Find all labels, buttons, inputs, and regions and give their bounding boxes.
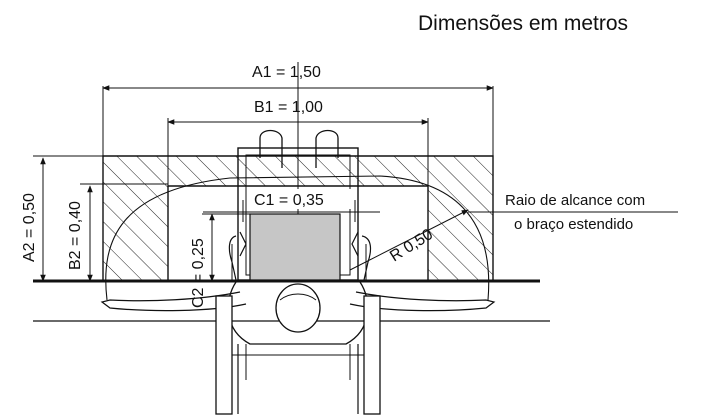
diagram-heading: Dimensões em metros (418, 12, 629, 35)
wheelchair-left-handle (259, 129, 283, 168)
right-hand-outline (351, 231, 372, 281)
wheelchair-right-wheel (363, 295, 381, 415)
b1-dimension-label: B1 = 1,00 (254, 99, 323, 116)
annotation-line-1: Raio de alcance com (505, 192, 645, 209)
reach-area-block (249, 213, 341, 281)
c2-dimension-label: C2 = 0,25 (190, 238, 207, 308)
left-arm-outline (100, 291, 247, 312)
radius-line (349, 209, 469, 271)
wheelchair-right-handle (315, 129, 339, 168)
a2-dimension-label: A2 = 0,50 (21, 193, 38, 262)
annotation-line-2: o braço estendido (514, 216, 633, 233)
reach-envelope-curve (105, 175, 490, 301)
right-arm-outline (349, 291, 496, 312)
c1-dimension-label: C1 = 0,35 (254, 192, 324, 209)
wheelchair-left-wheel (215, 295, 233, 415)
b2-dimension-label: B2 = 0,40 (67, 201, 84, 270)
a1-dimension-label: A1 = 1,50 (252, 64, 321, 81)
person-head (275, 283, 321, 333)
